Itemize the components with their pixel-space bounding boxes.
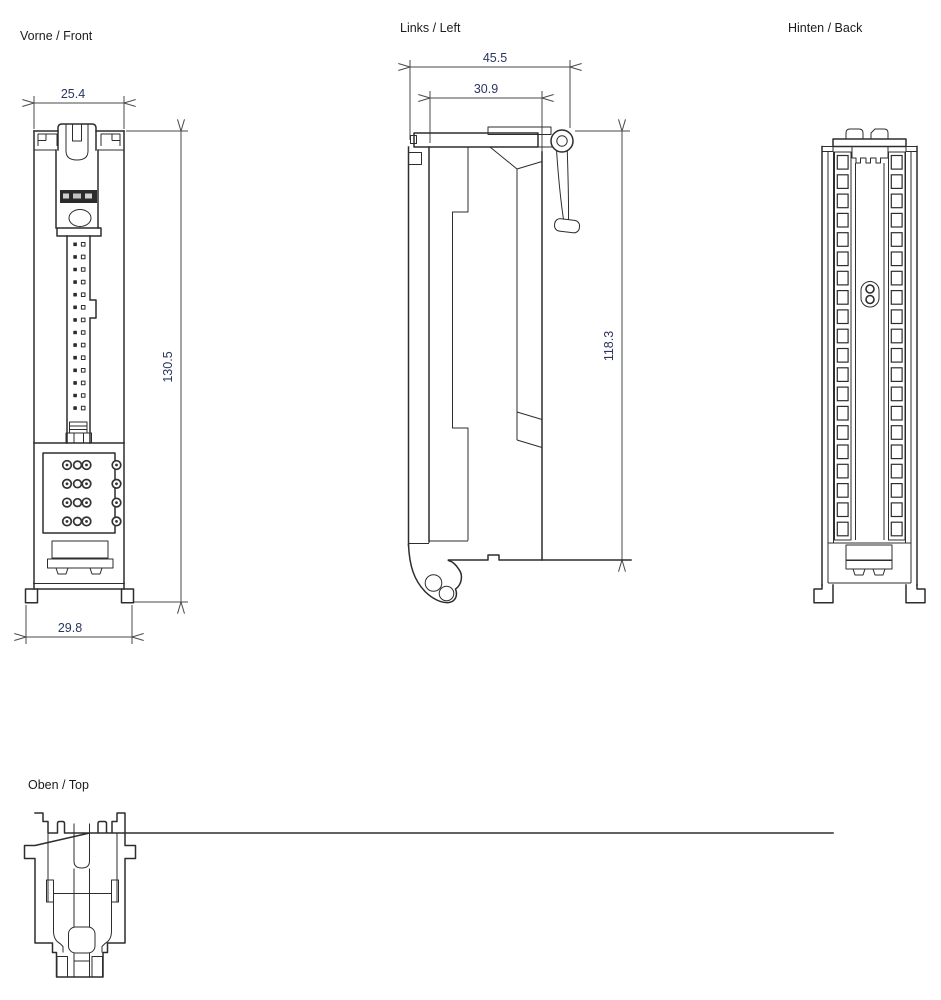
dim-text-30-9: 30.9 xyxy=(474,82,498,96)
front-body-outline xyxy=(24,123,135,604)
top-view-label: Oben / Top xyxy=(28,778,89,792)
release-lever xyxy=(550,129,581,234)
top-view: Oben / Top xyxy=(23,778,834,978)
certification-emblem xyxy=(860,281,880,308)
front-view-label: Vorne / Front xyxy=(20,29,93,43)
back-view: Hinten / Back xyxy=(788,21,926,604)
left-dim-height: 118.3 xyxy=(575,131,630,560)
center-castellation xyxy=(851,147,889,164)
back-view-label: Hinten / Back xyxy=(788,21,863,35)
dim-text-25-4: 25.4 xyxy=(61,87,85,101)
left-view: Links / Left 45.5 30.9 118.3 xyxy=(400,21,632,604)
connector-pins xyxy=(73,242,86,411)
front-dim-height: 130.5 xyxy=(126,131,188,602)
center-slot xyxy=(73,823,90,869)
dim-text-29-8: 29.8 xyxy=(58,621,82,635)
module-button xyxy=(68,209,92,227)
top-body-outline xyxy=(23,812,834,978)
left-view-label: Links / Left xyxy=(400,21,461,35)
vent-slots xyxy=(836,154,903,537)
left-dim-width-inner: 30.9 xyxy=(430,82,542,156)
terminal-block xyxy=(42,452,116,534)
left-body-outline xyxy=(407,126,632,604)
pin-connector-strip xyxy=(66,235,97,444)
left-dim-width-outer: 45.5 xyxy=(410,51,570,140)
dim-text-130-5: 130.5 xyxy=(161,351,175,382)
mounting-foot-right xyxy=(120,588,135,604)
dim-text-118-3: 118.3 xyxy=(602,331,616,361)
front-dim-width-bottom: 29.8 xyxy=(26,605,132,644)
dim-text-45-5: 45.5 xyxy=(483,51,507,65)
mounting-foot-left xyxy=(24,588,39,604)
back-body-outline xyxy=(813,128,926,604)
front-view: Vorne / Front 25.4 130.5 29.8 xyxy=(20,29,188,644)
din-clip xyxy=(57,123,97,151)
terminal-contacts xyxy=(61,459,122,527)
back-mounting-feet xyxy=(813,584,926,604)
front-dim-width-top: 25.4 xyxy=(34,87,124,129)
rail-hook xyxy=(407,544,463,604)
